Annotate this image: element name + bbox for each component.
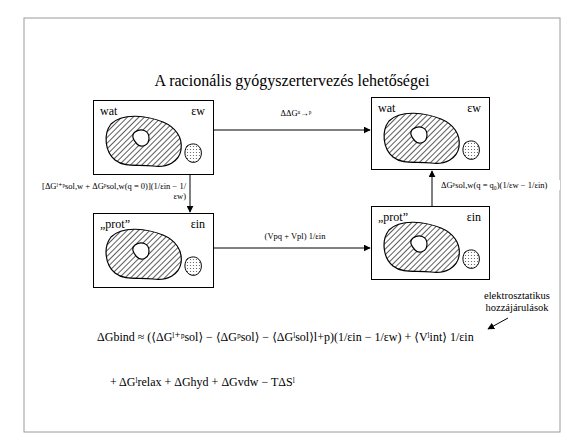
molecule-figure <box>106 229 201 279</box>
box-label: wat <box>378 101 395 115</box>
energy-term: [ΔGˡ⁺ᵖsol,w + ΔGᵖsol,w(q = 0)](1/εin − 1… <box>30 181 187 201</box>
box-label: „prot” <box>100 217 130 231</box>
transition-arrow <box>190 175 191 212</box>
molecule-figure <box>106 116 201 166</box>
molecule-figure <box>384 222 479 272</box>
slide-title: A racionális gyógyszertervezés lehetőség… <box>0 72 584 90</box>
energy-term: ΔΔGᵘ→ᵖ <box>226 108 366 118</box>
callout-text: elektrosztatikus hozzájárulások <box>468 290 566 314</box>
dielectric-label: εw <box>467 101 481 115</box>
dielectric-label: εw <box>191 104 205 118</box>
dielectric-label: εin <box>191 217 205 231</box>
state-box: „prot” εin <box>371 206 490 280</box>
transition-arrow <box>432 171 433 206</box>
transition-arrow <box>214 130 370 131</box>
energy-term: ΔGᵖsol,w(q = q₀)(1/εw − 1/εin) <box>440 180 560 190</box>
energy-term: (Vpq + Vpl) 1/εin <box>222 231 368 241</box>
state-box: wat εw <box>93 100 214 175</box>
transition-arrow <box>214 248 370 249</box>
equation-line: + ΔGˡrelax + ΔGhyd + ΔGvdw − TΔSˡ <box>110 375 295 390</box>
box-label: „prot” <box>378 210 408 224</box>
dielectric-label: εin <box>467 210 481 224</box>
box-label: wat <box>100 104 117 118</box>
leader-arrow <box>488 318 508 329</box>
molecule-figure <box>384 113 479 163</box>
state-box: wat εw <box>371 97 490 170</box>
equation-line: ΔGbind ≈ (⟨ΔGˡ⁺ᵖsol⟩ − ⟨ΔGᵖsol⟩ − ⟨ΔGˡso… <box>97 330 474 345</box>
state-box: „prot” εin <box>93 213 214 288</box>
